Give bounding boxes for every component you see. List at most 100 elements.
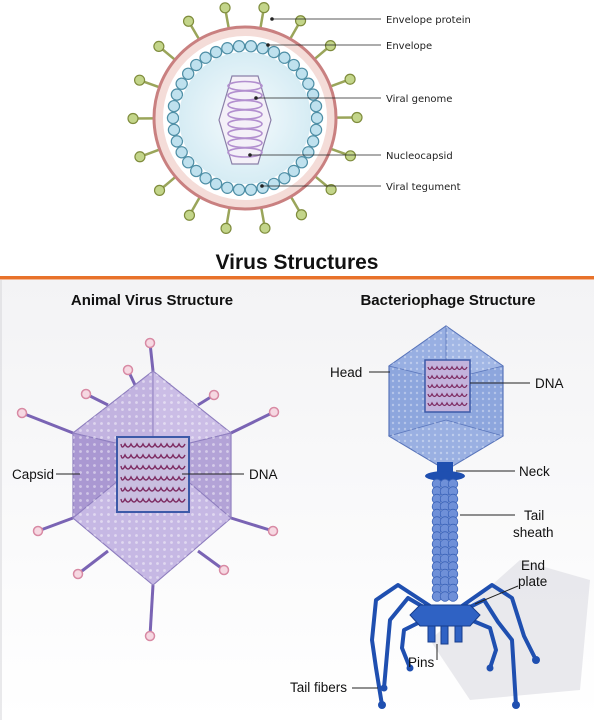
animal-virus-diagram: Capsid DNA (12, 337, 280, 642)
tail-fibers-label: Tail fibers (290, 680, 347, 695)
envelope-protein-icon (134, 151, 146, 163)
nucleocapsid-bead (244, 183, 258, 196)
envelope-protein-icon (295, 209, 308, 221)
envelope-protein-icon (324, 40, 337, 52)
envelope-protein-icon (219, 2, 231, 14)
nucleocapsid-bead (302, 77, 315, 90)
nucleocapsid-bead (310, 111, 324, 125)
animal-dna-strand (120, 442, 186, 448)
nucleocapsid-bead (221, 42, 234, 55)
animal-spike-stalk (230, 410, 275, 435)
pins-icon (427, 625, 463, 645)
nucleocapsid-bead (209, 45, 223, 59)
viral-genome-label: Viral genome (386, 94, 452, 105)
animal-dna-strand (120, 497, 186, 503)
enveloped-virus-diagram: Envelope protein Envelope Viral genome N… (127, 2, 471, 234)
envelope-protein-icon (133, 74, 146, 86)
nucleocapsid-bead (287, 58, 300, 72)
phage-dna-strand (427, 392, 468, 398)
nucleocapsid-bead (175, 146, 188, 159)
envelope-protein-spikes (127, 2, 363, 234)
animal-spike-tip-icon (16, 407, 28, 419)
nucleocapsid-bead (295, 67, 309, 80)
phage-dna-strand (427, 401, 468, 407)
tail-sheath-label-line1: Tail (524, 508, 544, 523)
phage-dna-strand (427, 383, 468, 389)
envelope-protein-icon (153, 184, 166, 196)
animal-spike-tip-icon (208, 389, 220, 401)
phage-dna-label: DNA (535, 376, 564, 391)
top-leader-lines (250, 18, 381, 187)
animal-dna-strand (120, 464, 186, 470)
animal-spike-tip-icon (80, 388, 92, 400)
envelope-protein-label: Envelope protein (386, 15, 471, 26)
envelope-protein-icon (220, 222, 232, 234)
animal-spike-tip-icon (268, 406, 280, 418)
envelope-label: Envelope (386, 41, 432, 52)
envelope-protein-icon (258, 2, 270, 14)
capsid-label: Capsid (12, 467, 54, 482)
phage-dna-strand (427, 374, 468, 380)
animal-spike-tip-icon (72, 568, 84, 580)
nucleocapsid-bead (199, 172, 212, 185)
envelope-protein-icon (294, 15, 307, 27)
bacteriophage-diagram: Head DNA Neck Tail sheath End plate Pins… (290, 325, 590, 709)
nucleocapsid-bead (190, 58, 203, 72)
nucleocapsid-bead (167, 123, 181, 137)
animal-spike-tip-icon (32, 525, 44, 537)
bacteriophage-title: Bacteriophage Structure (360, 292, 535, 309)
nucleocapsid-bead (267, 177, 281, 191)
animal-dna-strands-icon (120, 442, 186, 503)
phage-shadow (430, 560, 590, 700)
viral-tegument-label: Viral tegument (386, 182, 461, 193)
nucleocapsid-label: Nucleocapsid (386, 151, 453, 162)
animal-spike-stalk (148, 584, 155, 637)
envelope-protein-icon (344, 73, 356, 85)
nucleocapsid-bead (295, 156, 309, 169)
nucleocapsid-bead (181, 67, 195, 80)
envelope-protein-icon (127, 112, 139, 125)
nucleocapsid-bead (309, 99, 323, 113)
viral-genome-coil-icon (227, 80, 263, 158)
animal-dna-window (116, 436, 190, 513)
nucleocapsid-bead (232, 183, 246, 196)
animal-dna-strand (120, 475, 186, 481)
animal-spike-stalk (77, 549, 109, 576)
nucleocapsid-bead (256, 42, 269, 55)
phage-dna-strands-icon (427, 365, 468, 407)
title-divider (0, 276, 594, 280)
tail-sheath-bead (447, 591, 459, 602)
nucleocapsid-bead (166, 111, 180, 125)
animal-spike-stalk (230, 516, 274, 533)
nucleocapsid-bead (175, 77, 188, 90)
animal-spike-stalk (21, 411, 74, 435)
animal-dna-strand (120, 453, 186, 459)
phage-leader-lines (352, 371, 530, 689)
nucleocapsid-bead (209, 177, 223, 191)
animal-spike-tip-icon (144, 337, 156, 349)
tail-sheath-label-line2: sheath (513, 525, 554, 540)
nucleocapsid-bead (302, 146, 315, 159)
nucleocapsid-bead (190, 164, 203, 178)
nucleocapsid-bead (267, 45, 281, 59)
pins-label: Pins (408, 655, 435, 670)
nucleocapsid-bead-ring (166, 40, 324, 196)
animal-spike-tip-icon (122, 364, 134, 376)
phage-neck-icon (437, 462, 453, 472)
nucleocapsid-bead (244, 40, 258, 53)
nucleocapsid-bead (170, 135, 184, 148)
animal-spike-tip-icon (267, 525, 279, 537)
nucleocapsid-bead (199, 51, 212, 64)
envelope-protein-icon (344, 150, 357, 162)
nucleocapsid-bead (256, 181, 269, 194)
nucleocapsid-bead (221, 181, 234, 194)
animal-virus-title: Animal Virus Structure (71, 292, 233, 309)
nucleocapsid-bead (278, 51, 291, 64)
nucleocapsid-bead (309, 123, 323, 137)
envelope-protein-icon (182, 15, 195, 27)
phage-dna-strand (427, 365, 468, 371)
nucleocapsid-bead (170, 88, 184, 101)
page-title: Virus Structures (215, 251, 378, 274)
nucleocapsid-bead (306, 88, 320, 101)
envelope-protein-icon (325, 184, 337, 196)
